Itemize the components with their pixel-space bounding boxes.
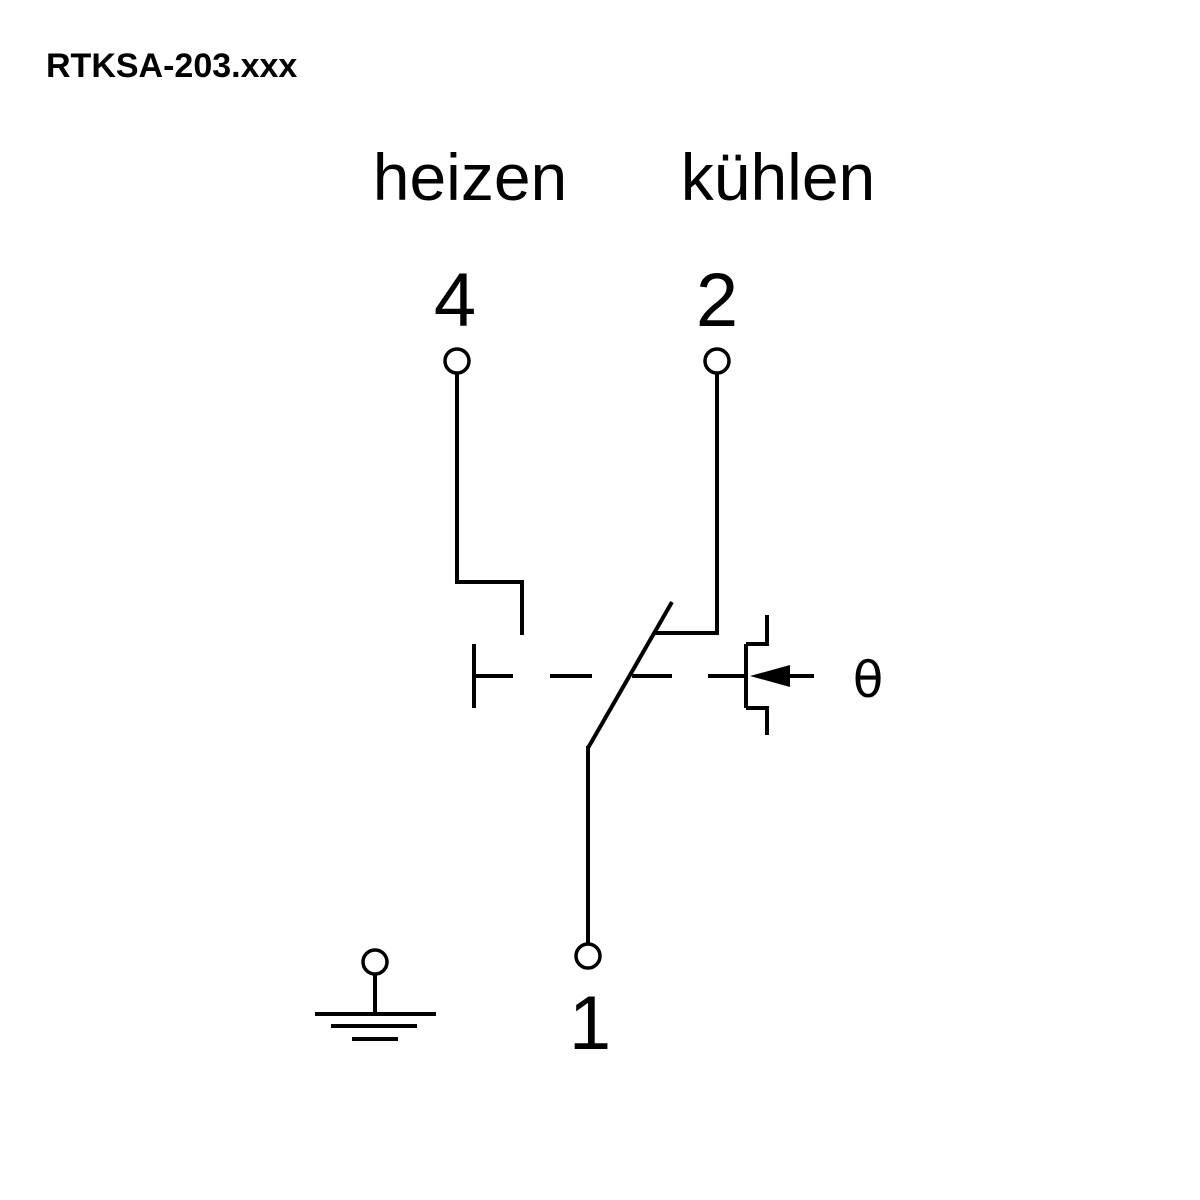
terminal-1-label: 1: [569, 981, 611, 1066]
terminal-1-circle: [574, 942, 602, 970]
sensor-bracket-bottom: [746, 706, 769, 735]
wire-heat-contact: [455, 373, 524, 635]
terminal-4-label: 4: [434, 258, 476, 343]
sensor-bracket-top: [746, 615, 769, 646]
wire-cool-contact: [655, 373, 719, 635]
switch-blade: [586, 601, 674, 749]
terminal-2-label: 2: [696, 258, 738, 343]
label-heat: heizen: [373, 140, 568, 214]
terminal-4-circle: [443, 347, 471, 375]
label-cool: kühlen: [681, 140, 876, 214]
theta-symbol: θ: [853, 651, 884, 709]
ground-terminal-circle: [361, 948, 389, 976]
sensor-arrow: [750, 665, 790, 687]
model-title: RTKSA-203.xxx: [46, 47, 297, 85]
terminal-2-circle: [703, 347, 731, 375]
